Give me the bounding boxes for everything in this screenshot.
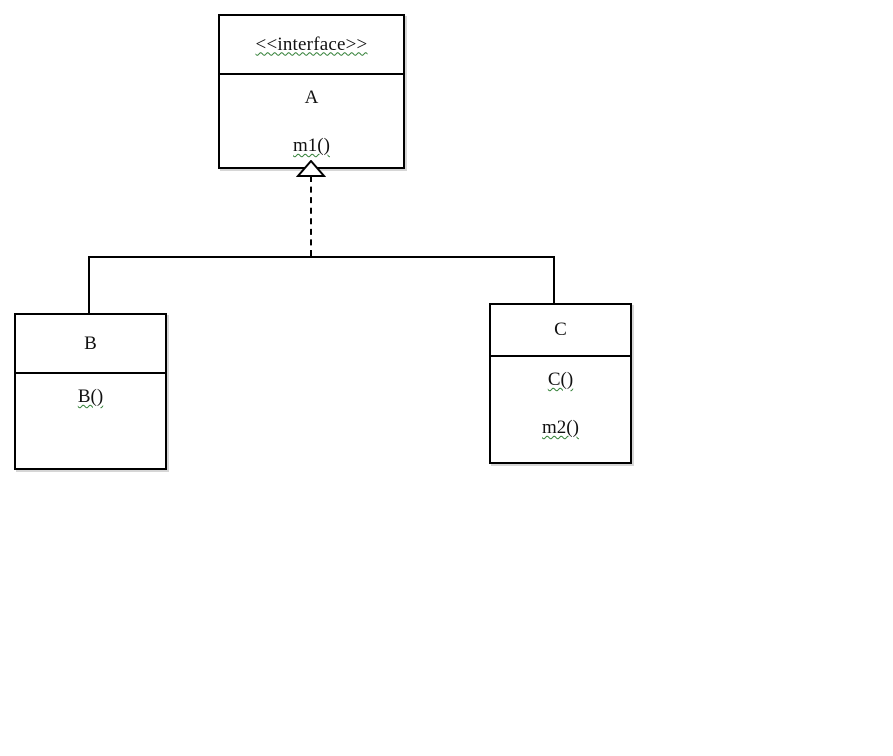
class-b-name: B [84, 332, 97, 354]
uml-class-b[interactable]: B B() [14, 313, 167, 470]
class-a-stereotype: <<interface>> [255, 33, 368, 55]
class-c-member-constructor: C() [547, 369, 574, 390]
class-a-body-compartment: A m1() [220, 73, 403, 167]
class-a-header-compartment: <<interface>> [220, 16, 403, 73]
realization-branch-line-to-b [88, 256, 90, 313]
uml-class-a[interactable]: <<interface>> A m1() [218, 14, 405, 169]
realization-branch-line-to-c [553, 256, 555, 303]
class-a-member-m1: m1() [293, 135, 330, 156]
class-c-name: C [554, 319, 567, 340]
class-c-header-compartment: C [491, 305, 630, 355]
class-a-name: A [304, 87, 319, 108]
realization-dashed-trunk-line [310, 176, 312, 256]
realization-horizontal-bus-line [88, 256, 553, 258]
realization-hollow-triangle-arrowhead [296, 160, 326, 177]
class-c-member-m2: m2() [542, 417, 579, 438]
class-c-body-compartment: C() m2() [491, 355, 630, 462]
class-b-header-compartment: B [16, 315, 165, 372]
class-b-member-constructor: B() [77, 386, 104, 407]
uml-class-c[interactable]: C C() m2() [489, 303, 632, 464]
class-b-body-compartment: B() [16, 372, 165, 468]
